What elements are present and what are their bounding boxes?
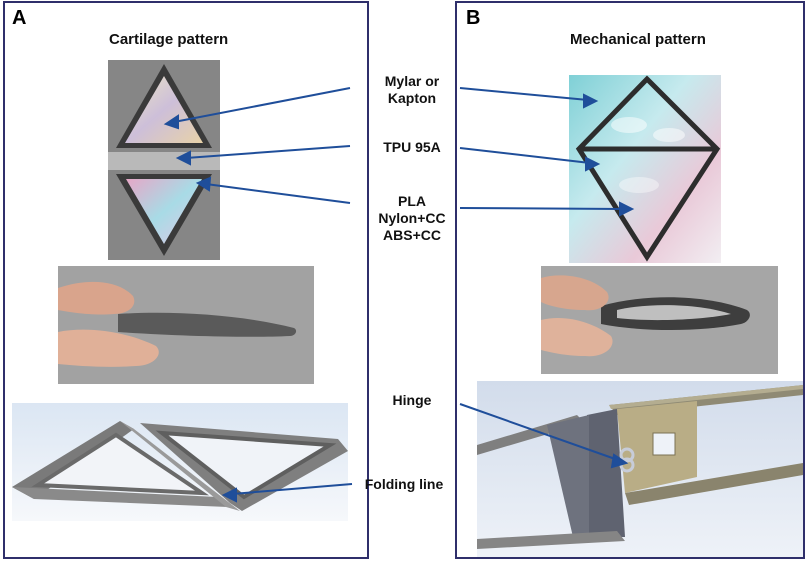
mechanical-cad-render: [477, 381, 803, 557]
label-tpu: TPU 95A: [383, 139, 441, 155]
cartilage-cad-render: [12, 403, 348, 521]
label-frame: PLA Nylon+CC ABS+CC: [364, 193, 460, 244]
bending-photo-a: [58, 266, 314, 384]
mechanical-pattern-photo: [569, 75, 721, 263]
label-frame-line-1: PLA: [398, 193, 426, 209]
bending-photo-b: [541, 266, 778, 374]
panel-b-title: Mechanical pattern: [570, 31, 706, 48]
panel-b-letter: B: [466, 7, 481, 29]
label-film: Mylar or Kapton: [364, 73, 460, 107]
label-frame-line-3: ABS+CC: [383, 227, 441, 243]
panel-a-letter: A: [12, 7, 27, 29]
label-frame-line-2: Nylon+CC: [378, 210, 446, 226]
panel-a: A Cartilage pattern: [3, 1, 369, 559]
panel-a-title: Cartilage pattern: [109, 31, 229, 48]
panel-b: B Mechanical pattern: [455, 1, 805, 559]
label-hinge: Hinge: [392, 392, 432, 408]
label-film-line-1: Mylar or: [384, 73, 440, 89]
label-folding-line: Folding line: [364, 476, 444, 492]
cartilage-pattern-photo: [108, 60, 220, 260]
label-film-line-2: Kapton: [387, 90, 437, 106]
